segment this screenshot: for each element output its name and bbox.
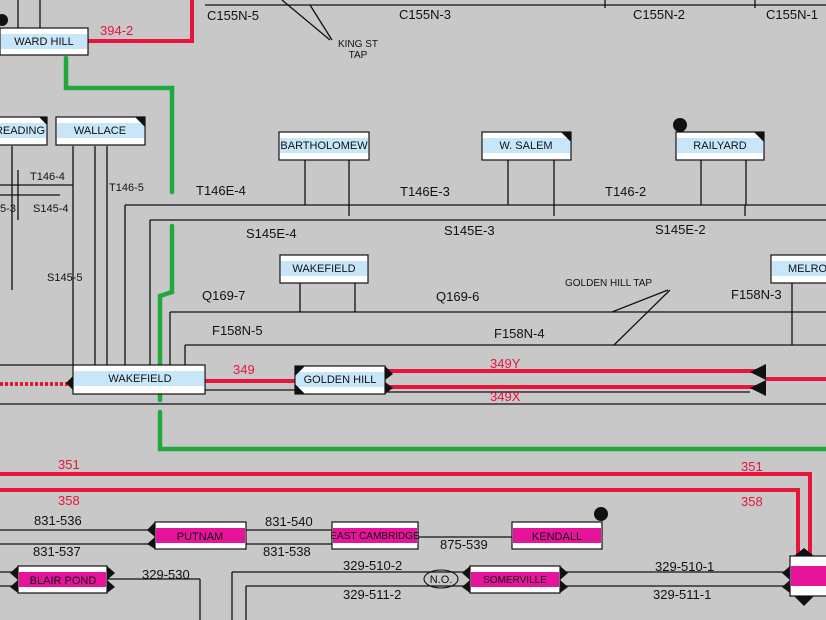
label-king-st-1: KING ST [338, 39, 378, 50]
wallace-label: WALLACE [74, 125, 126, 137]
label-349: 349 [233, 362, 255, 377]
line-labels: C155N-5 C155N-3 C155N-2 C155N-1 KING ST … [0, 7, 818, 602]
red-line-358 [0, 488, 800, 560]
label-c155n-2: C155N-2 [633, 7, 685, 22]
label-golden-hill-tap: GOLDEN HILL TAP [565, 278, 652, 289]
label-t146-5: T146-5 [109, 182, 144, 194]
label-f158n-4: F158N-4 [494, 326, 545, 341]
green-line-mid [157, 223, 175, 368]
station-ward-hill[interactable]: WARD HILL [0, 27, 89, 56]
normally-open-label: N.O. [430, 574, 453, 586]
normally-open-switch[interactable]: N.O. [423, 569, 459, 589]
king-st-tap-leader-1 [281, 0, 331, 41]
label-q169-7: Q169-7 [202, 288, 245, 303]
station-somerville[interactable]: SOMERVILLE [462, 565, 568, 594]
label-329-510-1: 329-510-1 [655, 559, 714, 574]
somerville-label: SOMERVILLE [483, 575, 547, 586]
station-w-salem[interactable]: W. SALEM [481, 131, 572, 161]
station-east-cambridge[interactable]: EAST CAMBRIDGE [330, 521, 420, 550]
station-wakefield-small[interactable]: WAKEFIELD [279, 254, 369, 284]
station-golden-hill[interactable]: GOLDEN HILL [294, 365, 393, 395]
green-line-bottom [157, 409, 826, 452]
magenta-boxes: PUTNAM EAST CAMBRIDGE KENDALL BLAIR POND [10, 521, 826, 606]
label-s145-4: S145-4 [33, 203, 68, 215]
east-cambridge-label: EAST CAMBRIDGE [330, 531, 420, 542]
blue-boxes: WARD HILL READING WALLACE BARTHOLOMEW W.… [0, 27, 826, 396]
label-s145e-3: S145E-3 [444, 223, 495, 238]
blair-pond-label: BLAIR POND [30, 575, 97, 587]
station-right-edge[interactable] [782, 548, 826, 606]
label-c155n-3: C155N-3 [399, 7, 451, 22]
station-blair-pond[interactable]: BLAIR POND [10, 565, 115, 594]
label-831-540: 831-540 [265, 514, 313, 529]
station-kendall[interactable]: KENDALL [511, 521, 603, 550]
label-s145e-4: S145E-4 [246, 226, 297, 241]
label-t146e-3: T146E-3 [400, 184, 450, 199]
label-831-536: 831-536 [34, 513, 82, 528]
label-f158n-3: F158N-3 [731, 287, 782, 302]
label-358-right: 358 [741, 494, 763, 509]
red-line-351 [0, 472, 812, 560]
station-bartholomew[interactable]: BARTHOLOMEW [278, 131, 370, 161]
label-831-538: 831-538 [263, 544, 311, 559]
bartholomew-label: BARTHOLOMEW [280, 140, 368, 152]
dot-railyard [673, 118, 687, 132]
label-358-left: 358 [58, 493, 80, 508]
label-c155n-5: C155N-5 [207, 8, 259, 23]
wakefield-small-label: WAKEFIELD [292, 263, 355, 275]
station-wallace[interactable]: WALLACE [55, 116, 146, 146]
label-351-right: 351 [741, 459, 763, 474]
dot-kendall [594, 507, 608, 521]
label-329-511-1: 329-511-1 [653, 587, 711, 602]
station-reading[interactable]: READING [0, 116, 48, 146]
label-c155n-1: C155N-1 [766, 7, 818, 22]
melrose-label: MELRO [788, 263, 826, 275]
golden-hill-tap-leader-1 [611, 289, 669, 313]
kendall-label: KENDALL [532, 531, 582, 543]
reading-label: READING [0, 125, 45, 137]
label-349y: 349Y [490, 356, 521, 371]
label-s145-5: S145-5 [47, 272, 82, 284]
label-329-510-2: 329-510-2 [343, 558, 402, 573]
station-railyard[interactable]: RAILYARD [675, 131, 765, 161]
label-329-511-2: 329-511-2 [343, 587, 401, 602]
label-831-537: 831-537 [33, 544, 81, 559]
dot-top-left [0, 14, 8, 26]
label-s145e-2: S145E-2 [655, 222, 706, 237]
red-lines [0, 0, 826, 560]
label-f158n-5: F158N-5 [212, 323, 263, 338]
label-329-530: 329-530 [142, 567, 190, 582]
label-t146-4: T146-4 [30, 171, 65, 183]
station-putnam[interactable]: PUTNAM [147, 521, 247, 550]
label-t146e-4: T146E-4 [196, 183, 246, 198]
label-king-st-2: TAP [349, 50, 368, 61]
golden-hill-label: GOLDEN HILL [304, 374, 377, 386]
label-875-539: 875-539 [440, 537, 488, 552]
label-351-left: 351 [58, 457, 80, 472]
terminal-right-349 [750, 364, 766, 396]
label-s145-3: 5-3 [0, 203, 16, 215]
w-salem-label: W. SALEM [499, 140, 552, 152]
label-t146-2: T146-2 [605, 184, 646, 199]
red-line-394-2 [88, 0, 194, 43]
golden-hill-tap-leader-2 [613, 289, 671, 346]
putnam-label: PUTNAM [177, 531, 223, 543]
green-lines [63, 55, 826, 452]
label-394-2: 394-2 [100, 23, 133, 38]
label-q169-6: Q169-6 [436, 289, 479, 304]
king-st-tap-leader-2 [309, 4, 333, 41]
junction-dots [0, 14, 687, 521]
wakefield-main-label: WAKEFIELD [108, 373, 171, 385]
label-349x: 349X [490, 389, 521, 404]
station-wakefield-main[interactable]: WAKEFIELD [66, 364, 206, 395]
ward-hill-label: WARD HILL [14, 36, 74, 48]
green-line-ward-hill [63, 55, 175, 195]
railyard-label: RAILYARD [693, 140, 746, 152]
station-melrose[interactable]: MELRO [770, 254, 826, 284]
